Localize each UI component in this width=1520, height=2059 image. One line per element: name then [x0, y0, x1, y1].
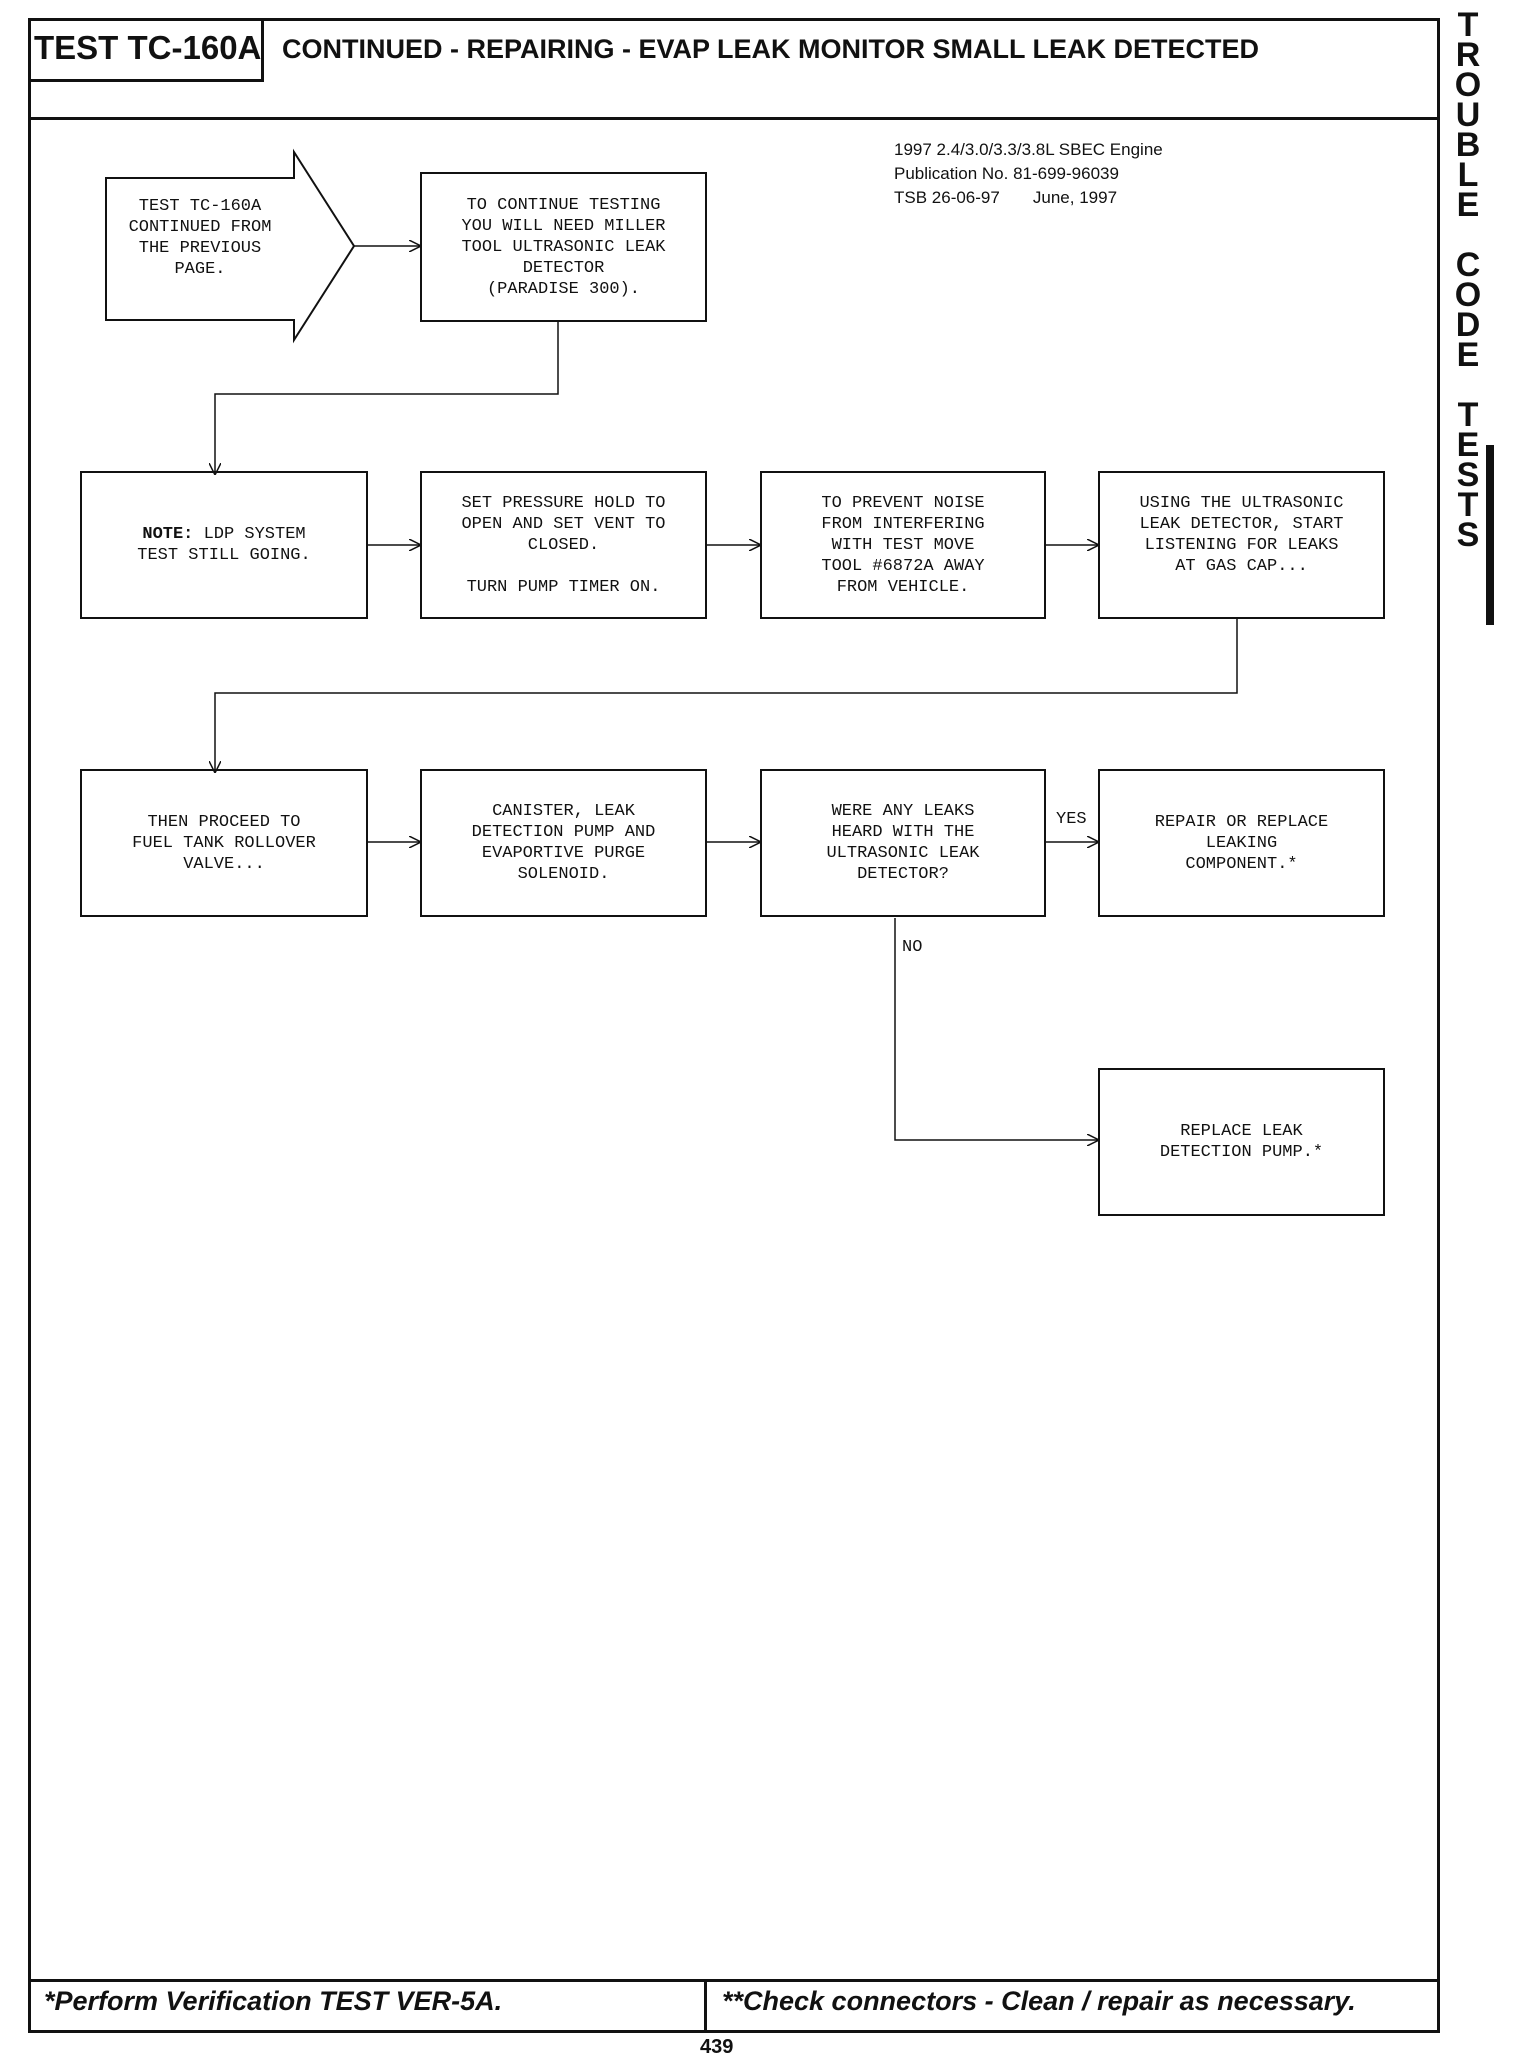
box-line: FUEL TANK ROLLOVER [132, 833, 316, 853]
box-line: FROM VEHICLE. [836, 577, 970, 597]
side-letter: B [1455, 126, 1481, 164]
box-line: DETECTION PUMP.* [1159, 1143, 1324, 1162]
side-letter: E [1456, 336, 1480, 374]
side-letter: L [1457, 156, 1479, 194]
box-line: LEAK DETECTOR, START [1139, 515, 1344, 534]
box-line: YOU WILL NEED MILLER [461, 216, 666, 236]
header-band [28, 18, 1440, 120]
box-line: HEARD WITH THE [831, 823, 975, 842]
start-line: CONTINUED FROM [128, 218, 272, 237]
page-frame [28, 18, 1440, 2033]
side-letter: R [1455, 36, 1481, 74]
connector-b5-to-b6 [215, 619, 1238, 772]
side-letter: D [1455, 306, 1481, 344]
box-line: TEST STILL GOING. [137, 546, 311, 565]
side-letter: C [1455, 246, 1481, 284]
start-line: THE PREVIOUS [138, 239, 262, 258]
box-line: REPLACE LEAK [1180, 1122, 1303, 1141]
flow-box-prevent-noise: TO PREVENT NOISE FROM INTERFERING WITH T… [760, 471, 1046, 619]
box-line: OPEN AND SET VENT TO [461, 514, 666, 534]
box-line: SOLENOID. [517, 865, 610, 884]
side-letter: T [1457, 6, 1479, 44]
box-line: (PARADISE 300). [486, 279, 641, 299]
footer-verification-note: *Perform Verification TEST VER-5A. [44, 1986, 503, 2016]
publication-engine: 1997 2.4/3.0/3.3/3.8L SBEC Engine [894, 140, 1163, 159]
side-letter: T [1457, 486, 1479, 524]
connector-no-to-b10 [894, 918, 1098, 1140]
box-line: WERE ANY LEAKS [831, 802, 975, 821]
yes-label: YES [1056, 810, 1087, 829]
flow-decision-leaks-heard: WERE ANY LEAKS HEARD WITH THE ULTRASONIC… [760, 769, 1046, 917]
section-marker-bar [1486, 445, 1494, 625]
box-line: TOOL #6872A AWAY [821, 556, 985, 576]
flow-box-replace-pump: REPLACE LEAK DETECTION PUMP.* [1098, 1068, 1385, 1216]
box-line: TURN PUMP TIMER ON. [466, 577, 661, 597]
box-line: TO PREVENT NOISE [821, 493, 985, 513]
box-line: USING THE ULTRASONIC [1139, 494, 1344, 513]
footer-column-divider [704, 1979, 707, 2033]
footer-connectors-note: **Check connectors - Clean / repair as n… [722, 1986, 1356, 2016]
flow-box-set-pressure: SET PRESSURE HOLD TO OPEN AND SET VENT T… [420, 471, 707, 619]
box-line: COMPONENT.* [1185, 854, 1298, 874]
box-line: ULTRASONIC LEAK [826, 844, 980, 863]
no-label: NO [902, 938, 923, 957]
side-tab-trouble-code-tests: T R O U B L E C O D E T E S T S [1444, 6, 1492, 554]
flow-box-note-ldp: NOTE: LDP SYSTEM TEST STILL GOING. [80, 471, 368, 619]
box-line: DETECTOR [522, 258, 605, 278]
publication-info: 1997 2.4/3.0/3.3/3.8L SBEC Engine Public… [894, 138, 1163, 210]
connector-b1-to-b2 [215, 322, 559, 474]
side-letter: O [1454, 276, 1482, 314]
box-line: REPAIR OR REPLACE [1154, 812, 1329, 832]
start-line: PAGE. [174, 260, 226, 279]
box-line: SET PRESSURE HOLD TO [461, 493, 666, 513]
box-line: TO CONTINUE TESTING [466, 195, 661, 215]
flow-box-rollover-valve: THEN PROCEED TO FUEL TANK ROLLOVER VALVE… [80, 769, 368, 917]
box-line: EVAPORTIVE PURGE [481, 844, 646, 863]
box-line: WITH TEST MOVE [831, 535, 975, 555]
box-line: THEN PROCEED TO [147, 812, 301, 832]
side-letter: U [1455, 96, 1481, 134]
flow-box-repair-replace: REPAIR OR REPLACE LEAKING COMPONENT.* [1098, 769, 1385, 917]
box-line: DETECTION PUMP AND [471, 823, 656, 842]
start-line: TEST TC-160A [138, 197, 262, 216]
footer-divider [28, 1979, 1440, 1982]
box-line: CANISTER, LEAK [492, 802, 635, 821]
test-id-box: TEST TC-160A [28, 18, 264, 82]
side-letter: S [1456, 516, 1480, 554]
side-letter: E [1456, 426, 1480, 464]
box-line: LISTENING FOR LEAKS [1144, 536, 1339, 555]
page-number: 439 [700, 2036, 734, 2058]
box-line: CLOSED. [527, 535, 600, 555]
flow-start-text: TEST TC-160A CONTINUED FROM THE PREVIOUS… [112, 188, 288, 288]
box-line: FROM INTERFERING [821, 514, 985, 534]
start-arrow-shape [105, 148, 356, 344]
box-line: TOOL ULTRASONIC LEAK [461, 237, 666, 257]
box-line: DETECTOR? [857, 865, 949, 884]
flow-box-canister: CANISTER, LEAK DETECTION PUMP AND EVAPOR… [420, 769, 707, 917]
flow-box-listen-gas-cap: USING THE ULTRASONIC LEAK DETECTOR, STAR… [1098, 471, 1385, 619]
box-line: AT GAS CAP... [1175, 557, 1308, 576]
side-letter: S [1456, 456, 1480, 494]
note-label: NOTE: [142, 525, 194, 544]
side-letter: O [1454, 66, 1482, 104]
box-line: LDP SYSTEM [193, 525, 306, 544]
page-title: CONTINUED - REPAIRING - EVAP LEAK MONITO… [282, 34, 1260, 64]
side-letter: E [1456, 186, 1480, 224]
publication-number: Publication No. 81-699-96039 [894, 164, 1119, 183]
box-line: LEAKING [1205, 833, 1278, 853]
side-letter: T [1457, 396, 1479, 434]
box-line: VALVE... [183, 854, 265, 874]
flow-box-tool-needed: TO CONTINUE TESTING YOU WILL NEED MILLER… [420, 172, 707, 322]
publication-tsb: TSB 26-06-97 June, 1997 [894, 188, 1118, 207]
